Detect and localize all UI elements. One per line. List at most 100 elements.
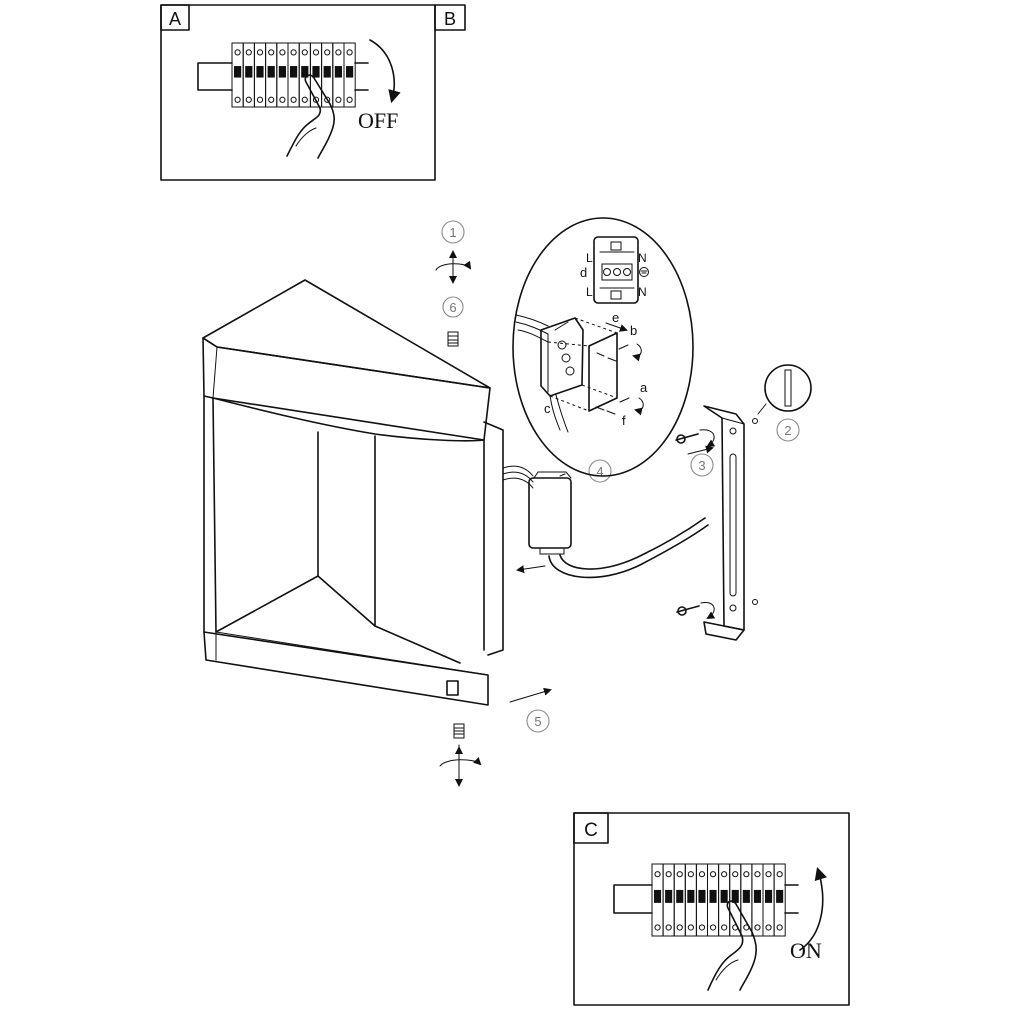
terminal-screw [687,871,694,878]
terminal-screw [324,96,331,103]
terminal-screw [776,924,783,931]
wiring-detail: L N L N d e b a f c [512,217,694,477]
label-b: b [630,323,637,338]
terminal-screw [279,49,286,56]
panel-c: C ON [573,812,850,1006]
breaker-switch [753,889,761,903]
terminal-screw [743,871,750,878]
terminal-screw [256,96,264,103]
step-4-label: 4 [596,464,603,479]
breaker-switch [323,66,331,78]
breaker-switch [665,889,673,903]
rotate-arrow-icon [435,250,472,284]
step-1-label: 1 [449,225,456,240]
breaker-switch [256,66,264,78]
label-c: c [544,401,551,416]
terminal-screw [765,924,772,931]
step-5-label: 5 [534,714,541,729]
breaker-switch [742,889,750,903]
screw-icon [595,344,630,415]
breaker-switch [346,66,354,78]
terminal-screw [721,924,728,931]
breaker-switch [698,889,706,903]
breaker-switch [245,66,253,78]
breaker-switch [312,66,320,78]
terminal-screw [721,871,728,878]
terminal-screw [324,49,331,56]
terminal-screw [301,96,308,103]
hand-icon [707,900,757,991]
breaker-switch [290,66,298,78]
terminal-screw [268,49,275,56]
breaker-switch [676,889,684,903]
terminal-screw [776,871,783,878]
terminal-screw [290,96,297,103]
step-6-label: 6 [449,300,456,315]
rotate-arrow-icon [369,39,401,104]
off-text: OFF [358,108,398,133]
junction-box-icon [502,465,709,579]
terminal-screw [279,96,286,103]
wall-plug-icon [757,364,812,415]
screw-icon [453,723,465,739]
panel-c-label: C [584,820,598,841]
on-text: ON [790,938,822,963]
breaker-switch [709,889,717,903]
terminal-screw [676,871,683,878]
terminal-screw [676,924,683,931]
step-3-label: 3 [698,458,705,473]
wire-N-bottom: N [638,285,647,299]
terminal-screw [709,871,717,878]
terminal-screw [256,49,264,56]
breaker-switch [654,889,662,903]
breaker-switch [731,889,739,903]
wire-L-bottom: L [586,285,593,299]
terminal-screw [335,96,342,103]
terminal-screw [301,49,308,56]
label-e: e [612,310,619,325]
hand-icon [286,74,335,159]
label-a: a [640,380,648,395]
terminal-screw [665,924,672,931]
breaker-switch [301,66,309,78]
terminal-screw [245,49,252,56]
breaker-panel-icon [231,42,356,108]
breaker-panel-icon [651,863,786,937]
terminal-screw [312,49,320,56]
screw-icon [447,331,459,347]
panel-b-label: B [444,9,456,29]
terminal-screw [754,924,761,931]
wire-L-top: L [586,251,593,265]
breaker-switch [334,66,342,78]
terminal-screw [654,871,661,878]
breaker-switch [267,66,275,78]
breaker-module [343,42,356,108]
terminal-screw [665,871,672,878]
ground-symbol-icon [639,267,649,277]
rotate-arrow-icon [799,866,827,951]
breaker-module [773,863,786,937]
terminal-screw [698,871,706,878]
label-f: f [622,413,626,428]
terminal-screw [765,871,772,878]
terminal-screw [234,96,241,103]
terminal-screw [234,49,241,56]
terminal-screw [754,871,761,878]
terminal-screw [346,96,353,103]
breaker-switch [720,889,728,903]
panel-ab: A B OFF [160,4,466,181]
terminal-screw [732,871,739,878]
terminal-screw [268,96,275,103]
label-d: d [580,265,587,280]
terminal-screw [346,49,353,56]
screw-icon [675,429,716,620]
terminal-screw [698,924,706,931]
breaker-switch [234,66,242,78]
terminal-screw [290,49,297,56]
terminal-screw [687,924,694,931]
breaker-switch [278,66,286,78]
wall-lamp-icon [202,279,504,706]
mounting-bracket-icon [703,405,745,641]
wire-N-top: N [638,251,647,265]
